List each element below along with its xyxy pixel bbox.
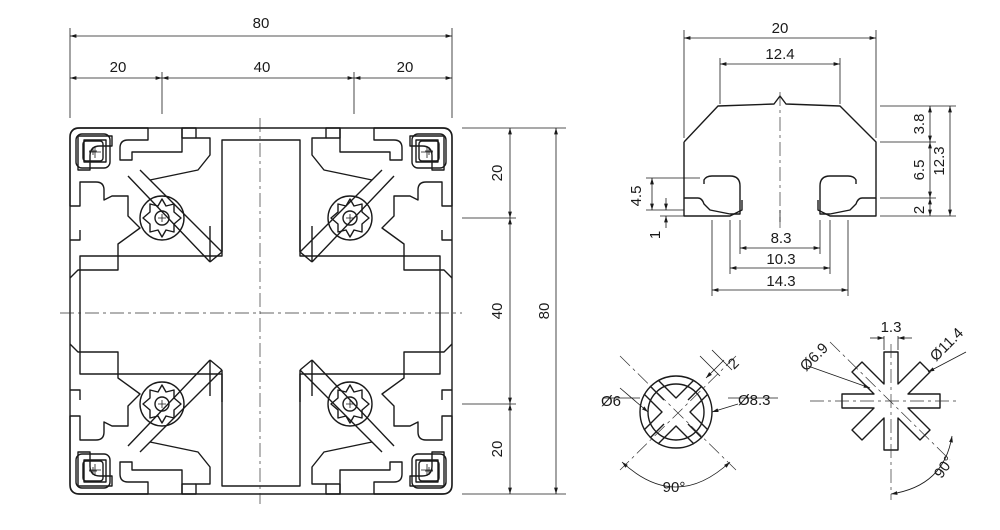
core-bore-bottom-left	[139, 381, 185, 427]
dim-core-right-web: 1.3	[881, 319, 902, 336]
corner-tube-bottom-right	[411, 453, 447, 489]
dim-top-middle: 40	[254, 59, 271, 76]
dim-core-right-d11-4: Ø11.4	[927, 325, 967, 365]
dim-core-left-web: 2	[725, 355, 743, 373]
core-bore-top-left	[139, 195, 185, 241]
corner-tube-top-right	[411, 133, 447, 169]
dim-core-left-d8-3: Ø8.3	[738, 392, 771, 409]
dim-core-left-angle: 90°	[663, 479, 686, 496]
core-detail-right: 1.3 Ø11.4 Ø6.9 90°	[797, 319, 967, 500]
dim-slot-inner-8-3: 8.3	[771, 230, 792, 247]
dim-slot-depth-bottom: 2	[911, 206, 928, 214]
dim-top-left: 20	[110, 59, 127, 76]
dim-core-right-angle: 90°	[931, 453, 958, 481]
dim-slot-depth-top: 3.8	[911, 114, 928, 135]
profile-cross-section	[60, 118, 462, 504]
dim-overall-height: 80	[536, 303, 553, 320]
dim-side-bottom: 20	[489, 441, 506, 458]
dim-slot-width: 20	[772, 20, 789, 37]
slot-detail	[683, 92, 877, 228]
dim-overall-width: 80	[253, 15, 270, 32]
dim-side-middle: 40	[489, 303, 506, 320]
dim-slot-opening: 12.4	[765, 46, 794, 63]
core-detail-left: Ø6 2 Ø8.3 90°	[601, 349, 778, 496]
dim-side-top: 20	[489, 165, 506, 182]
dim-slot-lip-height: 4.5	[628, 186, 645, 207]
dim-core-left-d6: Ø6	[601, 393, 621, 410]
dim-slot-inner-10-3: 10.3	[766, 251, 795, 268]
dim-slot-inner-14-3: 14.3	[766, 273, 795, 290]
slot-dimensions: 20 12.4 3.8 6.5 2 12.3 4.5 1	[628, 20, 956, 296]
corner-tube-top-left	[75, 133, 111, 169]
dim-slot-lip-thickness: 1	[647, 231, 664, 239]
corner-tube-bottom-left	[75, 453, 111, 489]
dim-slot-depth-mid: 6.5	[911, 160, 928, 181]
dim-slot-depth-total: 12.3	[931, 146, 948, 175]
profile-dimensions: 80 20 40 20 20 40 20 80	[69, 15, 566, 495]
dim-core-right-d6-9: Ø6.9	[797, 340, 832, 375]
dim-top-right: 20	[397, 59, 414, 76]
